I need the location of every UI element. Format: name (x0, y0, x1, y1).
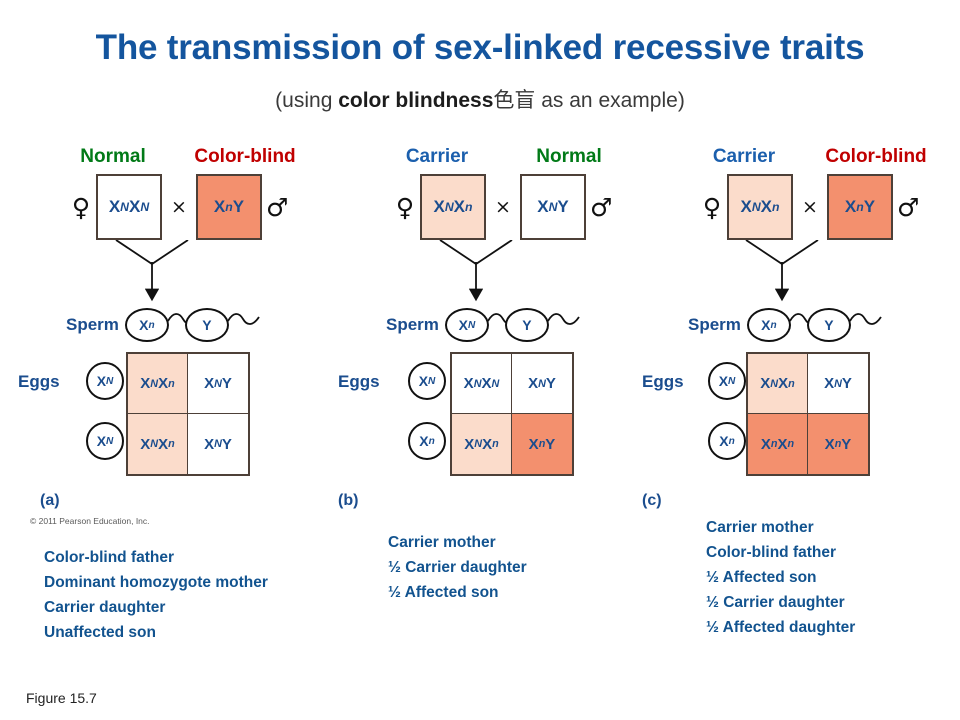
sperm-cell-2: Y (504, 308, 580, 342)
figure-number: Figure 15.7 (26, 690, 97, 706)
copyright-notice: © 2011 Pearson Education, Inc. (30, 516, 150, 526)
sperm-tail-icon (849, 313, 882, 325)
cross-symbol: × (171, 196, 187, 218)
mother-status-label: Normal (80, 146, 146, 167)
parent-status-row: Carrier Normal (338, 146, 668, 168)
cross-connector-arrow (439, 240, 513, 302)
male-symbol-icon: ♂ (897, 192, 920, 222)
subtitle-emphasis: color blindness (338, 89, 494, 112)
father-status-label: Normal (536, 146, 602, 167)
panel-caption: Carrier mother ½ Carrier daughter ½ Affect… (388, 530, 527, 605)
cross-symbol: × (802, 196, 818, 218)
caption-line-2: Color-blind father (706, 544, 837, 562)
eggs-label: Eggs (642, 372, 684, 391)
parent-status-row: Carrier Color-blind (660, 146, 960, 168)
panel-letter-b: (b) (338, 492, 359, 509)
female-symbol-icon: ♀ (71, 192, 91, 222)
caption-line-4: Unaffected son (44, 624, 156, 642)
caption-line-1: Color-blind father (44, 549, 175, 566)
sperm-label: Sperm (66, 315, 119, 334)
mother-status-label: Carrier (405, 146, 469, 167)
caption-line-2: ½ Carrier daughter (388, 559, 527, 577)
female-symbol-icon: ♀ (395, 192, 415, 222)
male-symbol-icon: ♂ (266, 192, 289, 222)
caption-line-5: ½ Affected daughter (706, 619, 856, 637)
panel-letter-c: (c) (642, 492, 662, 509)
caption-line-1: Carrier mother (388, 534, 496, 551)
father-status-label: Color-blind (825, 146, 927, 167)
sperm-label: Sperm (386, 315, 439, 334)
sperm-tail-icon (547, 313, 580, 325)
cross-symbol: × (495, 196, 511, 218)
subtitle-post: as an example) (535, 89, 685, 112)
sperm-cell-2: Y (184, 308, 260, 342)
sperm-tail-icon (227, 313, 260, 325)
subtitle-cjk: 色盲 (493, 89, 536, 112)
eggs-label: Eggs (18, 372, 60, 391)
sperm-cell-2: Y (806, 308, 882, 342)
caption-line-3: ½ Affected son (388, 584, 499, 602)
female-symbol-icon: ♀ (702, 192, 722, 222)
sperm-label: Sperm (688, 315, 741, 334)
caption-line-4: ½ Carrier daughter (706, 594, 845, 612)
male-symbol-icon: ♂ (590, 192, 613, 222)
caption-line-3: Carrier daughter (44, 599, 166, 617)
subtitle-pre: (using (275, 89, 339, 112)
mother-status-label: Carrier (712, 146, 776, 167)
cross-connector-arrow (115, 240, 189, 302)
eggs-label: Eggs (338, 372, 380, 391)
cross-connector-arrow (745, 240, 819, 302)
caption-line-3: ½ Affected son (706, 569, 817, 587)
page-title: The transmission of sex-linked recessive… (95, 28, 865, 67)
page-subtitle: (using color blindness色盲 as an example) (0, 84, 960, 114)
caption-line-1: Carrier mother (706, 519, 814, 536)
father-status-label: Color-blind (194, 146, 296, 167)
panel-letter-a: (a) (40, 492, 60, 509)
caption-line-2: Dominant homozygote mother (44, 574, 268, 592)
parent-status-row: Normal Color-blind (14, 146, 344, 168)
